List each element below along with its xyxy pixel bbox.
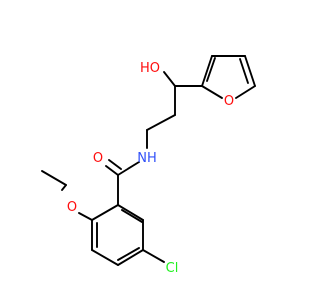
atom-h-n-amide: H xyxy=(147,151,157,166)
bond xyxy=(78,212,93,221)
atom-label-layer: HO O NH O O Cl xyxy=(67,61,234,276)
atom-symbol-o-hydroxyl: O xyxy=(150,61,160,76)
bond xyxy=(206,57,216,82)
atom-label-n-amide: NH xyxy=(137,151,157,166)
atom-symbol-cl: Cl xyxy=(166,261,179,276)
bond xyxy=(201,85,223,99)
bond xyxy=(117,161,140,176)
atom-label-cl: Cl xyxy=(166,261,179,276)
atom-symbol-o-carbonyl: O xyxy=(93,151,103,166)
bond xyxy=(244,55,256,87)
bond xyxy=(91,249,119,266)
bond xyxy=(117,204,144,221)
atom-label-o-methoxy: O xyxy=(67,200,77,215)
bond xyxy=(201,55,213,87)
bond xyxy=(239,58,249,84)
atom-label-o-hydroxyl: HO xyxy=(140,61,160,76)
bond xyxy=(108,159,122,170)
bond xyxy=(142,249,165,263)
bond xyxy=(117,247,140,261)
atom-symbol-n-amide: N xyxy=(137,151,147,166)
bond xyxy=(117,249,144,266)
bond xyxy=(105,165,119,176)
structure-diagram: HO O NH O O Cl xyxy=(41,55,256,276)
bond xyxy=(163,71,176,87)
atom-symbol-o-furan: O xyxy=(224,94,234,109)
bond xyxy=(146,114,176,131)
bond xyxy=(91,204,119,221)
atom-h-o-hydroxyl: H xyxy=(140,61,150,76)
bond xyxy=(121,209,143,223)
bond-layer xyxy=(41,55,256,266)
bond xyxy=(61,184,67,191)
atom-label-o-furan: O xyxy=(224,94,234,109)
bond xyxy=(41,170,67,186)
atom-symbol-o-methoxy: O xyxy=(67,200,77,215)
molecule-structure: HO O NH O O Cl xyxy=(41,55,256,276)
atom-label-o-carbonyl: O xyxy=(93,151,103,166)
bond xyxy=(235,85,256,99)
